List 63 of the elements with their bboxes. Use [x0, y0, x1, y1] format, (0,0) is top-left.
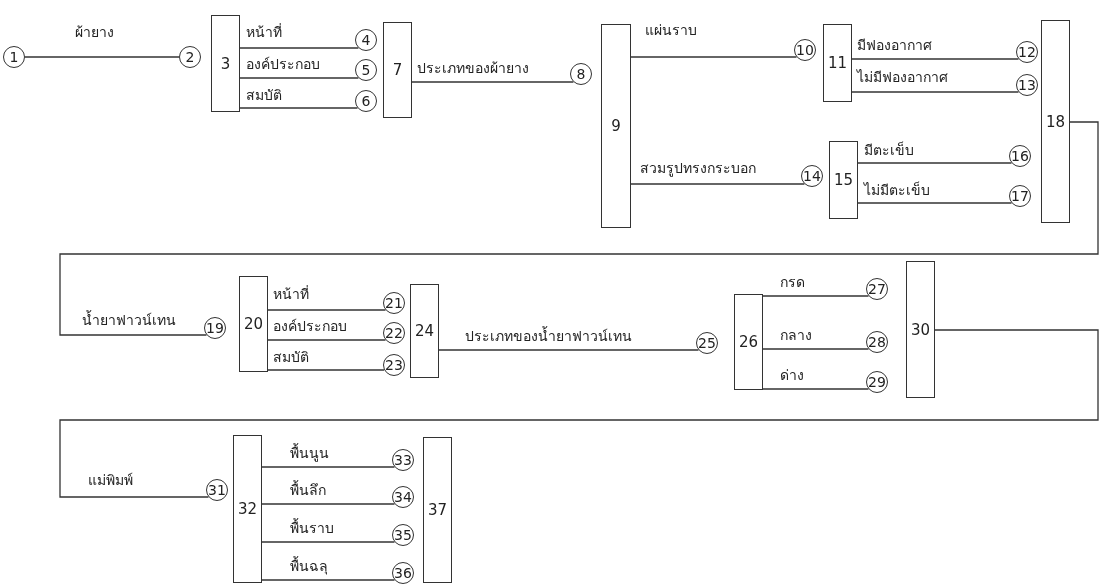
junction-box: 15: [829, 141, 858, 219]
junction-box: 37: [423, 437, 452, 583]
event-circle: 29: [866, 371, 888, 393]
connector-line: [261, 579, 396, 581]
event-circle: 35: [392, 524, 414, 546]
event-circle: 36: [392, 562, 414, 584]
connector-line: [857, 162, 1013, 164]
connector-line: [59, 121, 1099, 336]
event-circle: 19: [204, 317, 226, 339]
connector-line: [267, 309, 387, 311]
event-circle: 12: [1016, 41, 1038, 63]
junction-box: 32: [233, 435, 262, 583]
connector-line: [438, 349, 700, 351]
event-circle: 22: [383, 322, 405, 344]
junction-box: 20: [239, 276, 268, 372]
event-circle: 25: [696, 332, 718, 354]
connector-line: [261, 466, 396, 468]
connector-line: [239, 77, 360, 79]
connector-line: [851, 91, 1020, 93]
connector-line: [411, 81, 575, 83]
event-circle: 33: [392, 449, 414, 471]
event-circle: 5: [355, 59, 377, 81]
connector-line: [239, 47, 360, 49]
event-circle: 2: [179, 46, 201, 68]
junction-box: 18: [1041, 20, 1070, 223]
event-circle: 31: [206, 479, 228, 501]
junction-box: 9: [601, 24, 631, 228]
edge-label: พื้นนูน: [290, 443, 329, 463]
connector-line: [857, 202, 1013, 204]
connector-line: [762, 348, 870, 350]
junction-box: 26: [734, 294, 763, 390]
connector-line: [59, 329, 1099, 498]
connector-line: [261, 503, 396, 505]
connector-line: [239, 107, 359, 109]
event-circle: 13: [1016, 74, 1038, 96]
connector-line: [261, 541, 396, 543]
junction-box: 24: [410, 284, 439, 378]
event-circle: 17: [1009, 185, 1031, 207]
edge-label: พื้นฉลุ: [290, 556, 328, 576]
connector-line: [267, 369, 385, 371]
event-circle: 16: [1009, 145, 1031, 167]
connector-line: [267, 339, 387, 341]
connector-line: [851, 58, 1020, 60]
event-circle: 34: [392, 486, 414, 508]
connector-line: [762, 388, 870, 390]
event-circle: 8: [570, 63, 592, 85]
event-circle: 23: [383, 354, 405, 376]
event-circle: 1: [3, 46, 25, 68]
event-circle: 4: [355, 29, 377, 51]
connector-line: [630, 56, 798, 58]
event-circle: 21: [383, 292, 405, 314]
connector-line: [762, 295, 870, 297]
connector-line: [630, 183, 806, 185]
event-circle: 14: [801, 165, 823, 187]
junction-box: 3: [211, 15, 240, 112]
junction-box: 7: [383, 22, 412, 118]
event-circle: 6: [355, 90, 377, 112]
event-circle: 27: [866, 278, 888, 300]
connector-line: [24, 56, 180, 58]
event-circle: 28: [866, 331, 888, 353]
event-circle: 10: [794, 39, 816, 61]
junction-box: 11: [823, 24, 852, 102]
junction-box: 30: [906, 261, 935, 398]
